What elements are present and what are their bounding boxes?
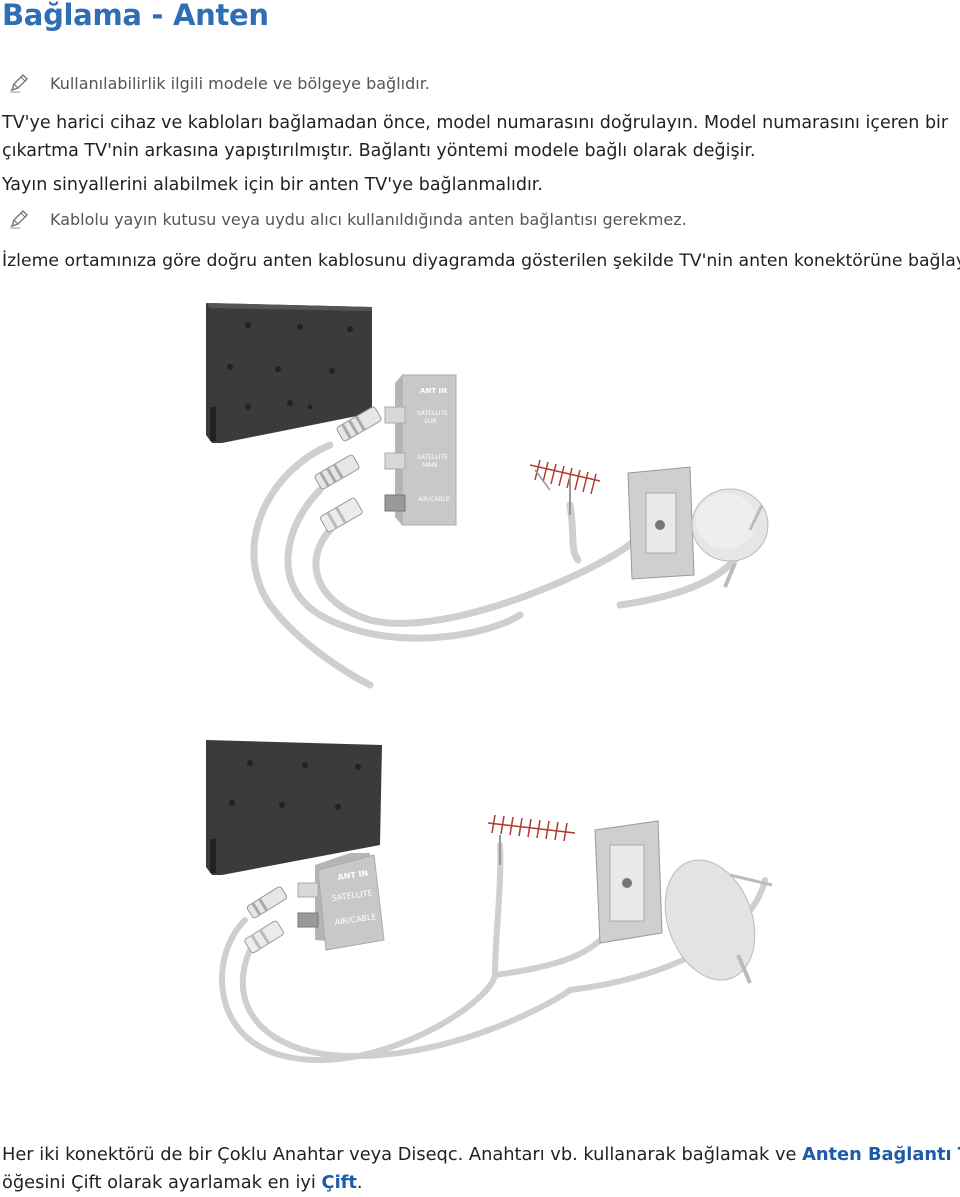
antenna (487, 814, 576, 865)
label-satellite-main-2: MAIN (422, 462, 438, 469)
paragraph-multiswitch: Her iki konektörü de bir Çoklu Anahtar v… (2, 1141, 960, 1197)
label-ant-in: ANT IN (337, 869, 369, 882)
label-air-cable: AIR/CABLE (418, 496, 450, 503)
cable-connectors (314, 406, 382, 533)
link-anten-baglanti-tipi[interactable]: Anten Bağlantı Tipi (802, 1144, 960, 1165)
label-satellite-sub: SATELLITE (417, 410, 448, 417)
pencil-icon (10, 210, 28, 229)
text-span: . (356, 1172, 363, 1193)
text-span: Her iki konektörü de bir Çoklu Anahtar v… (2, 1144, 803, 1165)
satellite-dish (664, 859, 773, 984)
page-title: Bağlama - Anten (2, 0, 269, 32)
cables (250, 441, 749, 689)
link-cift[interactable]: Çift (321, 1172, 357, 1193)
note-text: Kullanılabilirlik ilgili modele ve bölge… (50, 73, 430, 93)
connection-diagram-dual: ANT IN SATELLITE SUB SATELLITE MAIN AIR/… (206, 303, 769, 689)
tv-back-panel (206, 303, 372, 443)
tv-back-panel (206, 740, 382, 875)
tv-connector-panel: ANT IN SATELLITE SUB SATELLITE MAIN AIR/… (384, 374, 457, 526)
antenna (529, 459, 601, 515)
text-line: çıkartma TV'nin arkasına yapıştırılmıştı… (2, 141, 756, 161)
paragraph-model-number: TV'ye harici cihaz ve kabloları bağlamad… (2, 109, 948, 165)
text-line: Her iki konektörü de bir Çoklu Anahtar v… (2, 1141, 960, 1169)
connection-diagram-single: ANT IN SATELLITE AIR/CABLE (206, 740, 773, 1063)
label-ant-in: ANT IN (420, 387, 447, 395)
note-text: Kablolu yayın kutusu veya uydu alıcı kul… (50, 209, 687, 229)
note-availability: Kullanılabilirlik ilgili modele ve bölge… (8, 72, 430, 94)
wall-outlet (627, 466, 695, 580)
cable-connectors (244, 886, 287, 954)
pencil-icon (10, 74, 28, 93)
wall-outlet (594, 820, 663, 944)
label-satellite-main: SATELLITE (417, 454, 448, 461)
note-cable-box: Kablolu yayın kutusu veya uydu alıcı kul… (8, 208, 687, 230)
text-line: öğesini Çift olarak ayarlamak en iyi Çif… (2, 1169, 960, 1197)
satellite-dish (691, 488, 769, 588)
text-span: öğesini Çift olarak ayarlamak en iyi (2, 1172, 322, 1193)
paragraph-antenna: Yayın sinyallerini alabilmek için bir an… (2, 175, 543, 195)
paragraph-connect: İzleme ortamınıza göre doğru anten kablo… (2, 251, 960, 271)
label-satellite-sub-2: SUB (424, 418, 436, 425)
tv-connector-panel: ANT IN SATELLITE AIR/CABLE (297, 853, 385, 951)
text-line: TV'ye harici cihaz ve kabloları bağlamad… (2, 113, 949, 133)
